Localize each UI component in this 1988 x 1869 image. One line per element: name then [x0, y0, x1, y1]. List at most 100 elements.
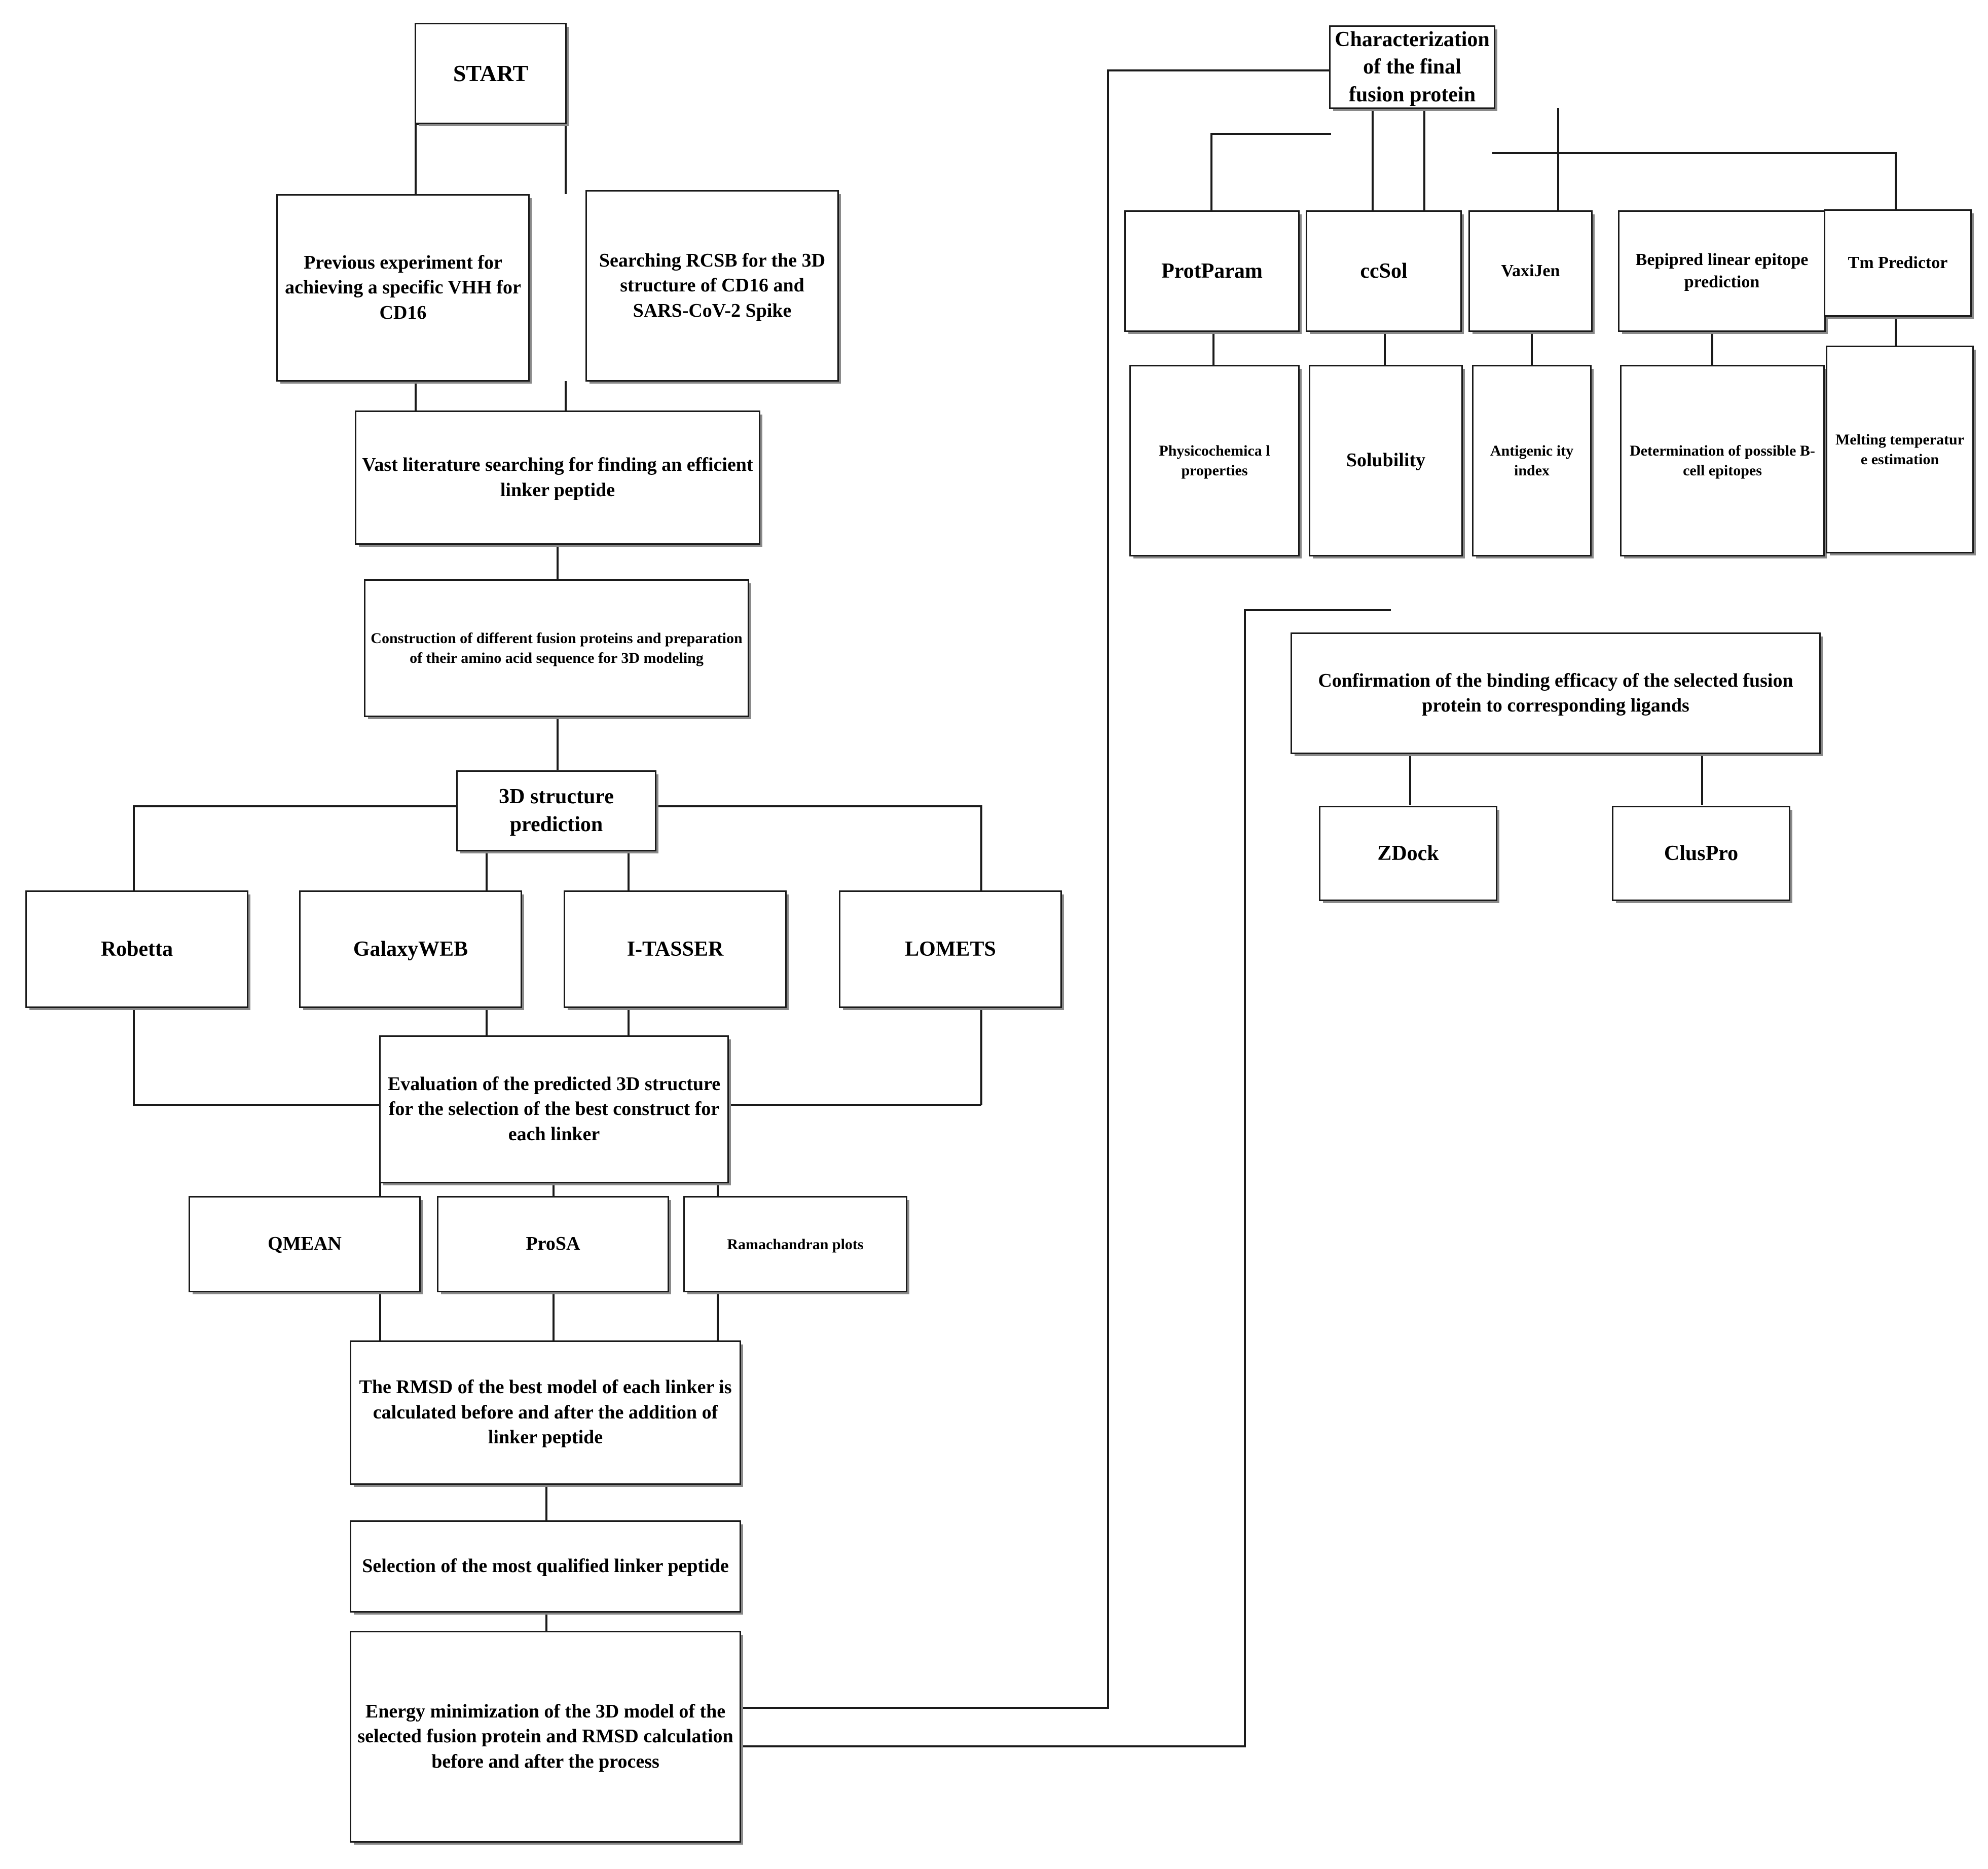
- node-antigenicity-label: Antigenic ity index: [1490, 442, 1574, 479]
- node-energy-minimization-label: Energy minimization of the 3D model of t…: [357, 1700, 733, 1772]
- edge-characterization-inbound-h: [1107, 69, 1330, 71]
- node-tm-predictor-label: Tm Predictor: [1848, 253, 1948, 272]
- node-vaxijen-label: VaxiJen: [1501, 261, 1560, 280]
- node-physicochemical[interactable]: Physicochemica l properties: [1129, 365, 1300, 556]
- node-confirmation-label: Confirmation of the binding efficacy of …: [1318, 669, 1793, 716]
- edge-prediction-to-itasser: [628, 851, 630, 890]
- node-selection[interactable]: Selection of the most qualified linker p…: [350, 1520, 741, 1613]
- edge-start-bus: [415, 123, 567, 125]
- edge-protparam-to-physicochemical: [1212, 330, 1214, 366]
- edge-characterization-to-protparam: [1210, 133, 1212, 211]
- node-physicochemical-label: Physicochemica l properties: [1159, 442, 1270, 479]
- node-vast-literature[interactable]: Vast literature searching for finding an…: [355, 410, 760, 545]
- node-characterization[interactable]: Characterization of the final fusion pro…: [1329, 25, 1495, 109]
- edge-evaluation-to-ramachandran: [717, 1183, 719, 1197]
- node-galaxyweb-label: GalaxyWEB: [353, 937, 468, 961]
- node-solubility[interactable]: Solubility: [1309, 365, 1463, 556]
- node-lomets-label: LOMETS: [905, 937, 996, 961]
- node-ramachandran[interactable]: Ramachandran plots: [683, 1196, 907, 1292]
- edge-energy-to-confirmation-h: [734, 1745, 1246, 1747]
- node-lomets[interactable]: LOMETS: [839, 890, 1062, 1008]
- node-bepipred[interactable]: Bepipred linear epitope prediction: [1618, 210, 1826, 332]
- edge-robetta-down: [133, 1007, 135, 1105]
- edge-itasser-to-evaluation: [628, 1007, 630, 1036]
- node-galaxyweb[interactable]: GalaxyWEB: [299, 890, 522, 1008]
- edge-characterization-bus-right: [1492, 152, 1897, 154]
- node-prosa-label: ProSA: [526, 1233, 580, 1255]
- edge-energy-to-confirmation-v: [1244, 609, 1246, 1747]
- node-melting-temperature-label: Melting temperatur e estimation: [1835, 431, 1965, 468]
- node-tm-predictor[interactable]: Tm Predictor: [1824, 209, 1972, 317]
- edge-qmean-to-rmsd: [379, 1291, 381, 1342]
- node-structure-prediction-label: 3D structure prediction: [499, 785, 614, 836]
- node-searching-rcsb-label: Searching RCSB for the 3D structure of C…: [599, 249, 826, 321]
- node-structure-prediction[interactable]: 3D structure prediction: [456, 770, 656, 851]
- node-bepipred-label: Bepipred linear epitope prediction: [1635, 250, 1809, 291]
- edge-energy-to-characterization-h: [734, 1707, 1109, 1709]
- edge-lomets-to-evaluation: [666, 1104, 981, 1106]
- edge-prosa-to-rmsd: [553, 1291, 555, 1342]
- edge-prediction-to-galaxyweb: [486, 851, 488, 890]
- node-rmsd[interactable]: The RMSD of the best model of each linke…: [350, 1340, 741, 1485]
- edge-galaxyweb-to-evaluation: [486, 1007, 488, 1036]
- node-cluspro-label: ClusPro: [1664, 841, 1739, 865]
- node-evaluation[interactable]: Evaluation of the predicted 3D structure…: [379, 1035, 729, 1183]
- node-melting-temperature[interactable]: Melting temperatur e estimation: [1826, 346, 1974, 553]
- node-rmsd-label: The RMSD of the best model of each linke…: [359, 1376, 732, 1448]
- node-cluspro[interactable]: ClusPro: [1612, 806, 1790, 901]
- node-ccsol[interactable]: ccSol: [1306, 210, 1462, 332]
- node-construction[interactable]: Construction of different fusion protein…: [364, 579, 749, 717]
- edge-vast-to-construction: [557, 544, 559, 579]
- node-zdock-label: ZDock: [1377, 841, 1439, 865]
- edge-rcsb-down: [565, 381, 567, 410]
- edge-prediction-to-lomets: [980, 805, 982, 890]
- edge-bepipred-to-bcell: [1711, 330, 1713, 366]
- edge-robetta-to-evaluation: [133, 1104, 447, 1106]
- node-searching-rcsb[interactable]: Searching RCSB for the 3D structure of C…: [585, 190, 839, 382]
- node-start[interactable]: START: [415, 23, 567, 124]
- edge-rmsd-to-selection: [545, 1485, 547, 1521]
- edge-confirmation-inbound-h: [1244, 609, 1391, 611]
- edge-characterization-to-vaxijen: [1423, 108, 1425, 212]
- node-protparam-label: ProtParam: [1161, 259, 1263, 283]
- node-bcell-epitopes[interactable]: Determination of possible B-cell epitope…: [1620, 365, 1825, 556]
- node-start-label: START: [453, 60, 529, 87]
- node-robetta-label: Robetta: [100, 937, 173, 961]
- node-prosa[interactable]: ProSA: [437, 1196, 669, 1292]
- edge-evaluation-to-prosa: [553, 1183, 555, 1197]
- node-itasser-label: I-TASSER: [627, 937, 724, 961]
- node-protparam[interactable]: ProtParam: [1124, 210, 1300, 332]
- edge-confirmation-to-zdock: [1409, 754, 1411, 805]
- node-zdock[interactable]: ZDock: [1319, 806, 1497, 901]
- node-ccsol-label: ccSol: [1360, 259, 1408, 283]
- node-selection-label: Selection of the most qualified linker p…: [362, 1555, 729, 1577]
- node-robetta[interactable]: Robetta: [25, 890, 248, 1008]
- edge-energy-to-characterization-v: [1107, 69, 1109, 1709]
- edge-vaxijen-to-antigenicity: [1531, 330, 1533, 366]
- edge-characterization-to-tm: [1895, 152, 1897, 210]
- edge-start-to-previous: [415, 123, 417, 194]
- node-characterization-label: Characterization of the final fusion pro…: [1335, 27, 1490, 106]
- node-solubility-label: Solubility: [1346, 450, 1426, 471]
- edge-construction-to-prediction: [557, 717, 559, 770]
- edge-characterization-to-ccsol: [1372, 108, 1374, 212]
- edge-prediction-to-robetta: [133, 805, 135, 890]
- edge-start-to-rcsb: [565, 123, 567, 194]
- edge-prediction-bus-left: [133, 805, 559, 807]
- node-confirmation[interactable]: Confirmation of the binding efficacy of …: [1291, 632, 1821, 754]
- node-energy-minimization[interactable]: Energy minimization of the 3D model of t…: [350, 1631, 741, 1843]
- node-ramachandran-label: Ramachandran plots: [727, 1236, 864, 1253]
- edge-tm-to-melting: [1895, 317, 1897, 347]
- node-previous-experiment-label: Previous experiment for achieving a spec…: [285, 251, 521, 323]
- edge-characterization-to-bepipred: [1557, 108, 1559, 212]
- node-qmean[interactable]: QMEAN: [189, 1196, 421, 1292]
- node-itasser[interactable]: I-TASSER: [564, 890, 787, 1008]
- edge-characterization-bus-left: [1210, 133, 1331, 135]
- edge-ccsol-to-solubility: [1384, 330, 1386, 366]
- node-previous-experiment[interactable]: Previous experiment for achieving a spec…: [276, 194, 530, 382]
- edge-selection-to-energy: [545, 1612, 547, 1632]
- edge-confirmation-to-cluspro: [1701, 754, 1703, 805]
- node-antigenicity[interactable]: Antigenic ity index: [1472, 365, 1592, 556]
- node-vaxijen[interactable]: VaxiJen: [1468, 210, 1593, 332]
